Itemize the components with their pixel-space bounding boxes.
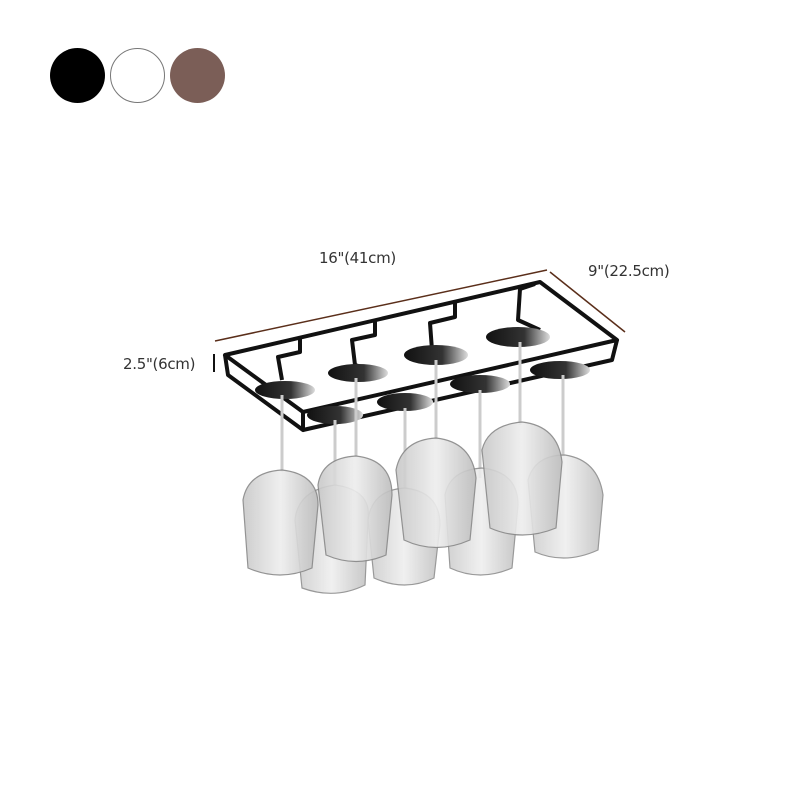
wine-glass bbox=[317, 378, 393, 563]
wine-glass bbox=[481, 342, 563, 536]
color-swatch-brown[interactable] bbox=[170, 48, 225, 103]
dimension-lines bbox=[213, 269, 626, 372]
length-dimension-label: 16"(41cm) bbox=[319, 249, 396, 267]
color-swatch-black[interactable] bbox=[50, 48, 105, 103]
color-swatch-white[interactable] bbox=[110, 48, 165, 103]
wine-glass bbox=[242, 395, 319, 576]
height-dimension-label: 2.5"(6cm) bbox=[123, 355, 196, 373]
depth-dimension-label: 9"(22.5cm) bbox=[588, 262, 670, 280]
wine-glass bbox=[395, 360, 477, 549]
wine-glasses bbox=[242, 342, 604, 594]
glass-holders bbox=[255, 327, 590, 424]
